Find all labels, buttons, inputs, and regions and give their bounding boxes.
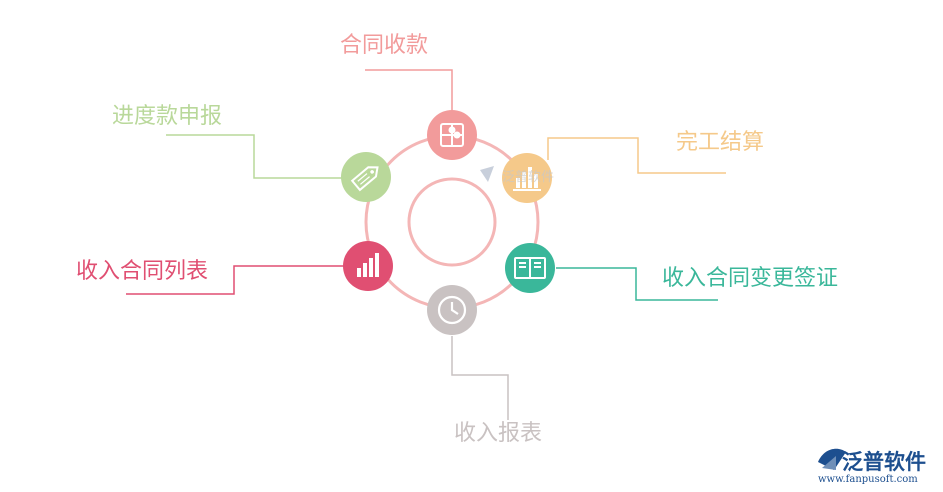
node-income-report[interactable] bbox=[427, 285, 477, 335]
puzzle-icon bbox=[440, 123, 464, 147]
brand-url: www.fanpusoft.com bbox=[818, 474, 918, 485]
connector-progress-report bbox=[166, 134, 346, 179]
connector-completion bbox=[547, 137, 726, 174]
tag-icon bbox=[350, 166, 379, 192]
open-book-icon bbox=[514, 257, 546, 279]
connector-contract-receipt bbox=[365, 69, 453, 113]
brand-logo-icon bbox=[818, 448, 846, 470]
watermark-logo-icon bbox=[480, 166, 494, 182]
connector-income-list bbox=[126, 265, 344, 295]
node-completion[interactable] bbox=[502, 153, 552, 203]
node-contract-receipt[interactable] bbox=[427, 110, 477, 160]
label-income-contract-change-visa[interactable]: 收入合同变更签证 bbox=[662, 266, 839, 291]
connector-income-report bbox=[451, 336, 509, 420]
brand-name: 泛普软件 bbox=[842, 450, 926, 474]
label-contract-receipt[interactable]: 合同收款 bbox=[340, 33, 429, 58]
clock-icon bbox=[437, 295, 467, 325]
node-progress-report[interactable] bbox=[341, 152, 391, 202]
center-watermark-text: 泛普软件 bbox=[502, 170, 555, 185]
label-progress-payment-report[interactable]: 进度款申报 bbox=[112, 104, 223, 129]
brand-watermark: 泛普软件 www.fanpusoft.com bbox=[814, 446, 934, 488]
label-completion-settlement[interactable]: 完工结算 bbox=[676, 130, 765, 155]
label-income-report[interactable]: 收入报表 bbox=[454, 421, 543, 446]
bar-chart-icon bbox=[513, 167, 541, 191]
connector-change-visa bbox=[556, 267, 718, 301]
node-income-list[interactable] bbox=[343, 241, 393, 291]
label-income-contract-list[interactable]: 收入合同列表 bbox=[76, 259, 209, 284]
bar-chart-icon bbox=[357, 253, 379, 277]
inner-ring bbox=[407, 177, 497, 267]
node-change-visa[interactable] bbox=[505, 243, 555, 293]
